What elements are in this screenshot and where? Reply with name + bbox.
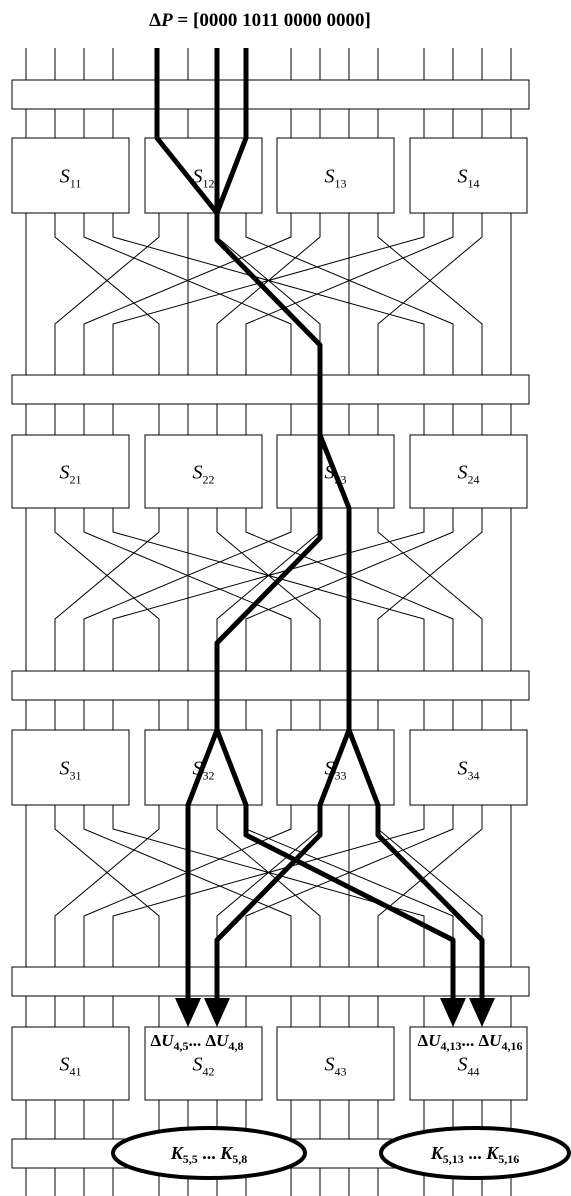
sbox-label: S24: [458, 462, 480, 487]
key-mixing-bar-1: [11, 79, 530, 110]
sbox-22: S22: [144, 434, 263, 509]
differential-trail-7: [346, 729, 485, 1000]
key-mixing-bar-3: [11, 670, 530, 701]
subkey-right-label: K5,13 ... K5,16: [430, 1143, 520, 1166]
sbox-41: S41: [11, 1026, 130, 1101]
sbox-rect: [409, 1026, 528, 1101]
sbox-label: S12: [193, 166, 215, 191]
sbox-12: S12: [144, 137, 263, 214]
arrowhead: [175, 998, 201, 1027]
key-mixing-bar-4: [11, 966, 530, 997]
sbox-11: S11: [11, 137, 130, 214]
sbox-34: S34: [409, 729, 528, 806]
sbox-43: S43: [276, 1026, 395, 1101]
sbox-label: S42: [193, 1054, 215, 1079]
sbox-label: S11: [60, 166, 82, 191]
sbox-label: S13: [325, 166, 347, 191]
sbox-24: S24: [409, 434, 528, 509]
key-ellipse-left: [111, 1126, 307, 1180]
thin-wires: [25, 48, 512, 1196]
sbox-label: S33: [325, 758, 347, 783]
sbox-label: S44: [458, 1054, 480, 1079]
sbox-rect: [11, 434, 130, 509]
sbox-rect: [144, 434, 263, 509]
delta-u-left-label: ΔU4,5... ΔU4,8: [151, 1031, 244, 1053]
sbox-rect: [409, 434, 528, 509]
sbox-label: S34: [458, 758, 480, 783]
sbox-label: S41: [60, 1054, 82, 1079]
sbox-label: S22: [193, 462, 215, 487]
arrowhead: [469, 998, 495, 1027]
sbox-label: S43: [325, 1054, 347, 1079]
sbox-21: S21: [11, 434, 130, 509]
differential-trail-4: [185, 213, 323, 1000]
sbox-rect: [11, 1026, 130, 1101]
sbox-rect: [409, 729, 528, 806]
sbox-rect: [144, 1026, 263, 1101]
delta-u-right-label: ΔU4,13... ΔU4,16: [418, 1031, 523, 1053]
differential-trail-5: [214, 434, 352, 1000]
arrowhead: [204, 998, 230, 1027]
sbox-44: S44: [409, 1026, 528, 1101]
input-difference-title: ΔP = [0000 1011 0000 0000]: [149, 10, 371, 31]
sbox-label: S32: [193, 758, 215, 783]
sbox-rect: [11, 137, 130, 214]
arrowheads: [175, 998, 495, 1027]
sbox-rect: [144, 137, 263, 214]
sbox-31: S31: [11, 729, 130, 806]
sbox-rect: [276, 137, 395, 214]
sbox-33: S33: [276, 729, 395, 806]
sbox-rect: [409, 137, 528, 214]
differential-trail-6: [214, 729, 456, 1000]
arrowhead: [440, 998, 466, 1027]
sbox-13: S13: [276, 137, 395, 214]
sbox-14: S14: [409, 137, 528, 214]
key-mixing-bar-2: [11, 374, 530, 405]
sbox-label: S31: [60, 758, 82, 783]
subkey-left-label: K5,5 ... K5,8: [170, 1143, 248, 1166]
differential-trails: [154, 48, 485, 1000]
key-ellipse-right: [379, 1126, 571, 1180]
sbox-42: S42: [144, 1026, 263, 1101]
differential-trail-1: [154, 48, 219, 215]
sbox-label: S21: [60, 462, 82, 487]
key-mixing-bars: [11, 79, 530, 1169]
sbox-label: S14: [458, 166, 480, 191]
sbox-rect: [276, 1026, 395, 1101]
differential-trail-3: [214, 48, 249, 214]
sbox-rect: [11, 729, 130, 806]
